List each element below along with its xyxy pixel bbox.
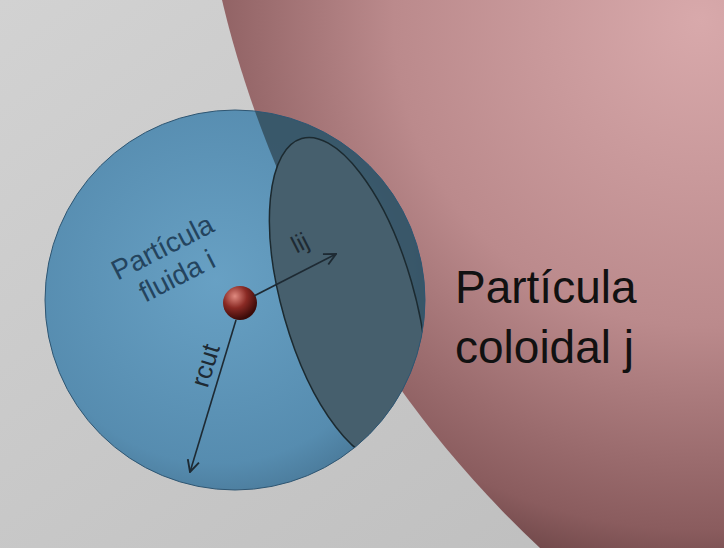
colloid-label: Partícula coloidal j (455, 258, 705, 378)
node-text: Partícula fluida i (89, 199, 252, 324)
node-text: Partícula coloidal j (455, 258, 705, 378)
fluid-particle (223, 286, 257, 320)
distance-label: lij (287, 227, 314, 259)
overlap-region (222, 0, 724, 548)
fluid-label: Partícula fluida i (89, 199, 252, 324)
cutoff-outline (45, 110, 425, 490)
radius-label: rcut (185, 340, 227, 391)
lij-arrow (254, 254, 336, 296)
